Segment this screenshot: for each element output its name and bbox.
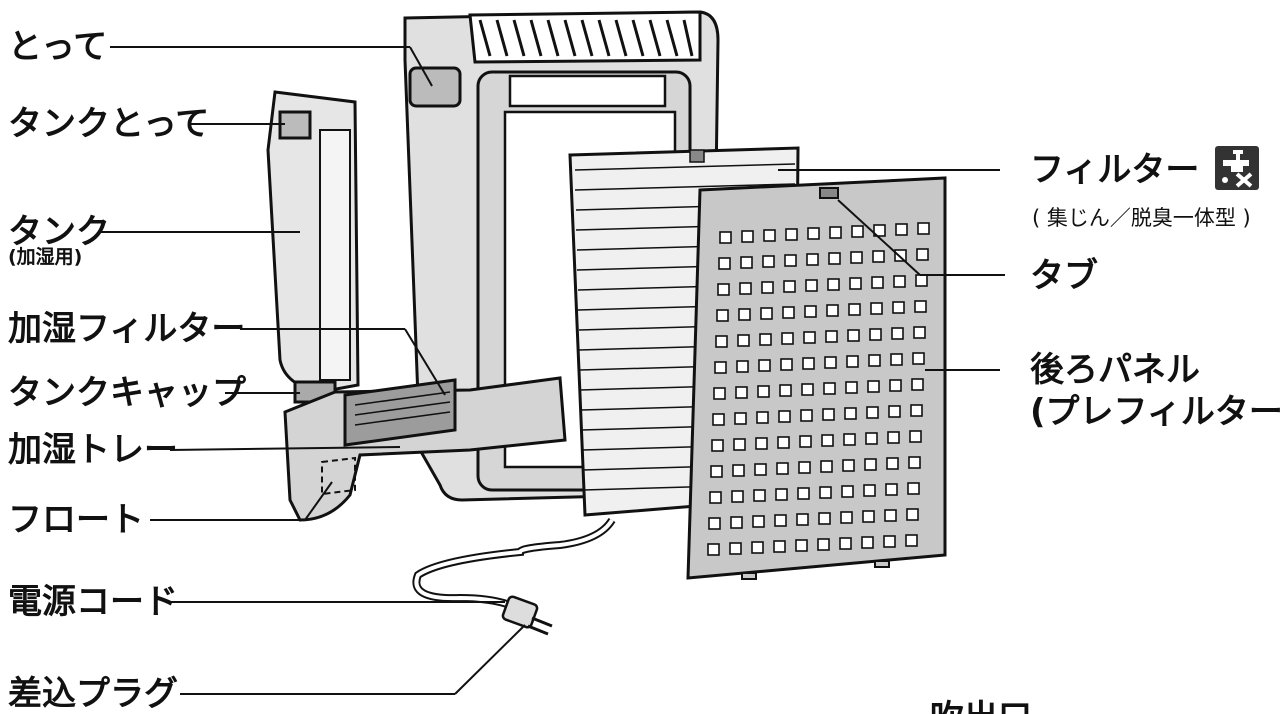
top-vent (478, 19, 694, 57)
label-back-panel-sub: (プレフィルター) (1030, 392, 1285, 432)
label-outlet: 吹出口 (930, 698, 1032, 714)
label-tank: タンク (8, 212, 110, 252)
label-tab: タブ (1030, 256, 1098, 296)
filter-icon (1215, 146, 1259, 190)
label-float: フロート (8, 500, 144, 540)
label-humidifier-filter: 加湿フィルター (8, 309, 246, 349)
faucet-x-icon (1222, 150, 1253, 188)
label-plug: 差込プラグ (8, 674, 178, 714)
label-tank-cap: タンクキャップ (8, 373, 246, 413)
label-filter-sub: ( 集じん／脱臭一体型 ) (1032, 206, 1251, 230)
label-tank-handle: タンクとって (8, 104, 210, 144)
label-tank-sub: (加湿用) (8, 246, 83, 268)
label-humidifier-tray: 加湿トレー (8, 430, 178, 470)
leader-lines (100, 46, 1005, 695)
label-power-cord: 電源コード (8, 582, 178, 622)
water-tank (266, 90, 360, 404)
label-back-panel: 後ろパネル (1030, 350, 1200, 390)
power-cord (412, 517, 616, 636)
back-panel (686, 176, 947, 580)
label-handle: とって (8, 27, 108, 67)
label-filter: フィルター (1030, 150, 1200, 190)
